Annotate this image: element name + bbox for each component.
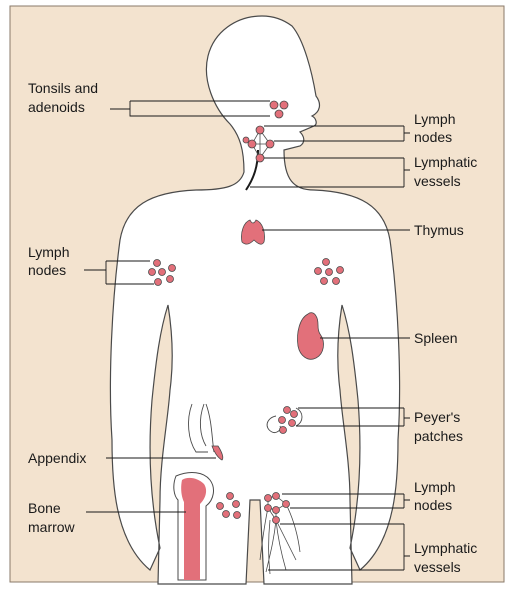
bone-marrow-label-line1: Bone xyxy=(28,500,61,516)
lymph-node xyxy=(153,259,161,267)
body-silhouette xyxy=(109,15,401,585)
tonsils-leader xyxy=(110,100,270,117)
lymph-node xyxy=(232,500,240,508)
lymph-node xyxy=(233,511,241,519)
neck-lymphatic-vessels-label-line1: Lymphatic xyxy=(414,154,477,170)
peyers-patches-label-line1: Peyer's xyxy=(414,409,460,425)
arm-nodes-leader xyxy=(84,260,154,285)
spleen-organ xyxy=(297,312,324,360)
appendix-label: Appendix xyxy=(28,450,86,466)
lymph-node xyxy=(148,268,156,276)
peyers-patch-node xyxy=(288,419,296,427)
tonsils-and-adenoids xyxy=(269,100,289,119)
lymph-node xyxy=(272,516,280,524)
thymus-organ xyxy=(241,219,265,245)
leg-lymphatic-vessels-label-line1: Lymphatic xyxy=(414,540,477,556)
tonsil-node xyxy=(279,100,289,110)
lymph-node xyxy=(272,506,280,514)
lymph-node xyxy=(166,275,174,283)
lymph-node xyxy=(242,136,250,144)
bone-marrow-fill xyxy=(181,477,207,580)
neck-nodes-leader xyxy=(264,125,410,142)
groin-nodes-leader xyxy=(282,493,410,509)
left-axillary-lymph-nodes xyxy=(148,259,176,286)
lymph-node xyxy=(154,278,162,286)
arm-lymph-nodes-label-line1: Lymph xyxy=(28,244,70,260)
tonsil-node xyxy=(274,109,284,119)
lymph-node xyxy=(322,258,330,266)
lymph-node xyxy=(325,268,333,276)
femur-bone-marrow xyxy=(173,472,214,581)
leg-lymphatic-vessels xyxy=(259,503,301,575)
lymph-node xyxy=(255,153,265,163)
neck-lymphatic-vessels-label-line2: vessels xyxy=(414,173,461,189)
lymph-node xyxy=(265,139,275,149)
lymph-node xyxy=(314,267,322,275)
peyers-patch-node xyxy=(283,406,291,414)
groin-lymph-nodes-label-line2: nodes xyxy=(414,497,452,513)
leg-vessels-leader xyxy=(268,523,410,571)
lymph-node xyxy=(247,139,257,149)
lymph-node xyxy=(320,277,328,285)
lymph-node xyxy=(272,492,280,500)
leg-lymphatic-vessels-label-line2: vessels xyxy=(414,559,461,575)
appendix-organ xyxy=(211,445,224,461)
neck-lymph-nodes-label-line2: nodes xyxy=(414,129,452,145)
lymph-node xyxy=(264,504,272,512)
spleen-label: Spleen xyxy=(414,330,458,346)
lymph-node xyxy=(158,268,166,276)
peyers-leader xyxy=(296,407,410,427)
lymph-node xyxy=(336,266,344,274)
lymph-node xyxy=(222,510,230,518)
groin-lymph-nodes-label-line1: Lymph xyxy=(414,479,456,495)
thymus-label: Thymus xyxy=(414,222,464,238)
peyers-patches-organ xyxy=(266,406,303,434)
leader-lines xyxy=(84,100,410,571)
lymph-node xyxy=(168,264,176,272)
peyers-patches-label-line2: patches xyxy=(414,428,463,444)
lymph-node xyxy=(282,500,290,508)
arm-lymph-nodes-label-line2: nodes xyxy=(28,262,66,278)
lymph-node xyxy=(255,125,265,135)
tonsils-label-line2: adenoids xyxy=(28,99,85,115)
lymph-node xyxy=(226,492,234,500)
right-axillary-lymph-nodes xyxy=(314,258,344,285)
tonsil-node xyxy=(269,100,279,110)
tonsils-label-line1: Tonsils and xyxy=(28,80,98,96)
neck-vessels-leader xyxy=(250,157,410,188)
peyers-patch-node xyxy=(278,416,286,424)
peyers-patch-node xyxy=(279,426,287,434)
left-inguinal-lymph-nodes xyxy=(216,492,241,519)
peyers-patch-node xyxy=(290,410,298,418)
lymph-node xyxy=(332,277,340,285)
right-inguinal-lymph-nodes xyxy=(259,492,301,575)
bone-marrow-label-line2: marrow xyxy=(28,519,76,535)
lymph-node xyxy=(216,502,224,510)
neck-lymph-nodes-label-line1: Lymph xyxy=(414,111,456,127)
lymph-node xyxy=(264,494,272,502)
